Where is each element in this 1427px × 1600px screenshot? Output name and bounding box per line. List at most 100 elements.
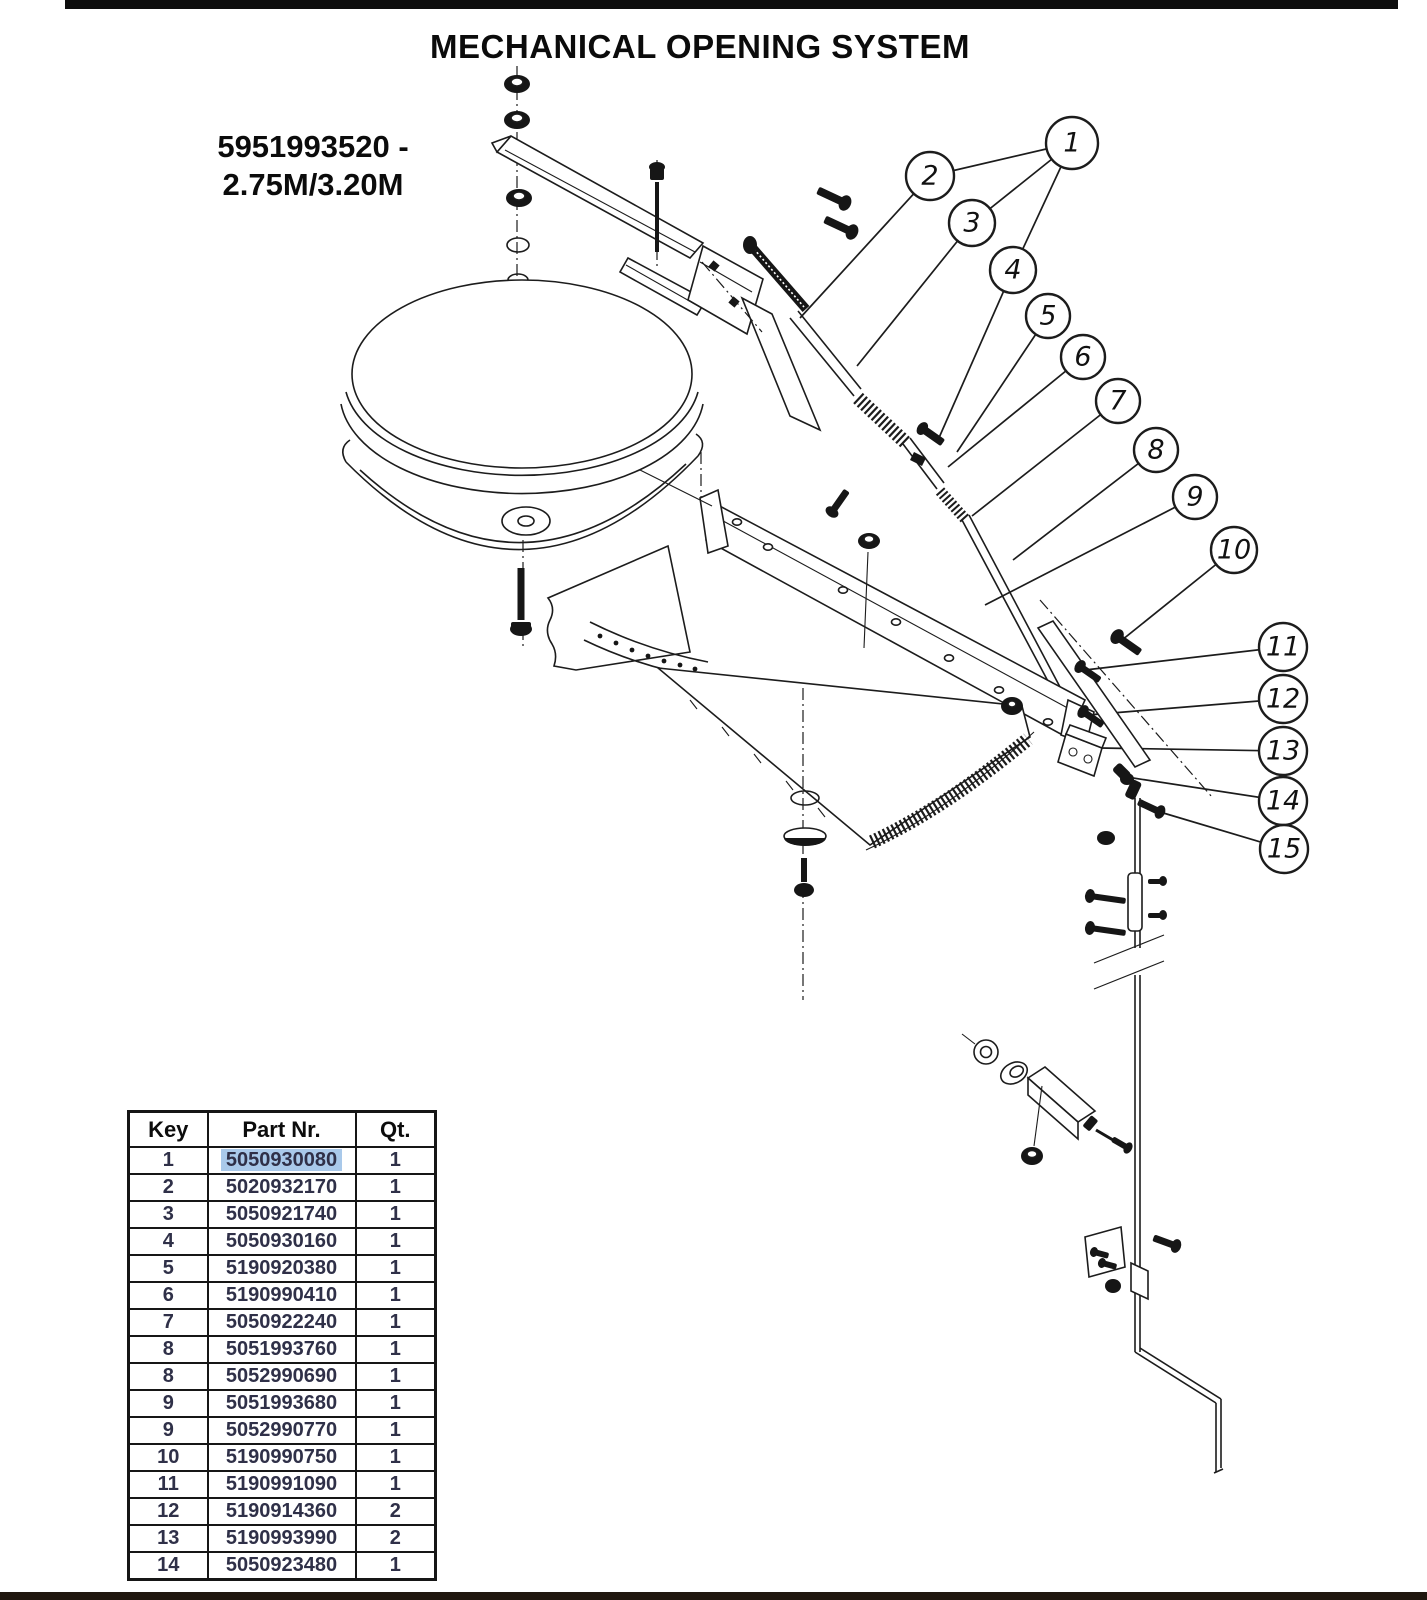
cell-key: 1 [127, 1146, 209, 1175]
hinge-nut [1097, 831, 1115, 845]
cell-part[interactable]: 5050923480 [206, 1551, 357, 1581]
cell-key: 11 [127, 1470, 209, 1499]
bottom-rule-bar [0, 1592, 1427, 1600]
cell-qty: 1 [354, 1551, 437, 1581]
knurled-sleeve-upper [853, 392, 911, 449]
svg-text:9: 9 [1186, 482, 1203, 513]
cell-qty: 1 [354, 1200, 437, 1229]
plate-washer [790, 790, 820, 806]
rod-sleeve [1127, 872, 1143, 932]
dome-top [351, 279, 693, 469]
cell-key: 5 [127, 1254, 209, 1283]
callout-6: 6 [1059, 333, 1107, 381]
dome-assembly [340, 279, 704, 648]
cell-qty: 1 [354, 1443, 437, 1472]
cell-part[interactable]: 5020932170 [206, 1173, 357, 1202]
cell-part[interactable]: 5190990410 [206, 1281, 357, 1310]
cell-key: 8 [127, 1362, 209, 1391]
table-row: 5 5190920380 1 [127, 1254, 437, 1283]
callout-1: 1 [1044, 115, 1100, 171]
page-title: MECHANICAL OPENING SYSTEM [430, 28, 970, 65]
model-number-label: 5951993520 - 2.75M/3.20M [168, 128, 458, 204]
bolt-key12 [1077, 705, 1104, 728]
header-part: Part Nr. [206, 1110, 357, 1148]
cell-part[interactable]: 5190991090 [206, 1470, 357, 1499]
cell-key: 4 [127, 1227, 209, 1256]
clamp-nut [1105, 1279, 1121, 1293]
cell-part[interactable]: 5050930080 [206, 1146, 357, 1175]
dome-bolt [510, 568, 532, 636]
universal-joint [1113, 763, 1142, 800]
cell-part[interactable]: 5050921740 [206, 1200, 357, 1229]
table-row: 9 5051993680 1 [127, 1389, 437, 1418]
cell-qty: 1 [354, 1281, 437, 1310]
knurled-sleeve-lower [935, 487, 971, 524]
cell-qty: 1 [354, 1470, 437, 1499]
plate-cup-washer [783, 827, 827, 846]
bar-bolt [825, 489, 849, 518]
svg-text:14: 14 [1266, 786, 1300, 817]
callout-13: 13 [1257, 725, 1309, 777]
cell-qty: 2 [354, 1524, 437, 1553]
clamp-bolt [1152, 1235, 1182, 1253]
table-row: 9 5052990770 1 [127, 1416, 437, 1445]
callout-14: 14 [1257, 775, 1309, 827]
cell-qty: 1 [354, 1335, 437, 1364]
cell-part[interactable]: 5052990690 [206, 1362, 357, 1391]
cell-qty: 1 [354, 1389, 437, 1418]
nut-second [504, 111, 530, 129]
cell-part[interactable]: 5190920380 [206, 1254, 357, 1283]
callout-11: 11 [1257, 621, 1309, 673]
model-number-line1: 5951993520 - [217, 129, 409, 164]
cell-part[interactable]: 5190914360 [206, 1497, 357, 1526]
svg-text:8: 8 [1147, 435, 1164, 466]
cell-part[interactable]: 5051993680 [206, 1389, 357, 1418]
callout-2: 2 [904, 150, 956, 202]
table-row: 10 5190990750 1 [127, 1443, 437, 1472]
nut-lower [506, 189, 532, 207]
perforated-strip-inner [589, 621, 709, 663]
cell-qty: 1 [354, 1227, 437, 1256]
cell-qty: 1 [354, 1254, 437, 1283]
callout-3: 3 [947, 198, 997, 248]
cell-key: 13 [127, 1524, 209, 1553]
cell-key: 7 [127, 1308, 209, 1337]
table-row: 7 5050922240 1 [127, 1308, 437, 1337]
rubber-flap [546, 544, 709, 679]
clamp-plate-assembly [1084, 1225, 1182, 1301]
header-key: Key [127, 1110, 209, 1148]
callout-12: 12 [1257, 673, 1309, 725]
table-row: 12 5190914360 2 [127, 1497, 437, 1526]
cell-key: 10 [127, 1443, 209, 1472]
svg-text:5: 5 [1039, 301, 1056, 332]
cell-key: 3 [127, 1200, 209, 1229]
cell-part[interactable]: 5052990770 [206, 1416, 357, 1445]
svg-text:15: 15 [1267, 834, 1301, 865]
cell-key: 12 [127, 1497, 209, 1526]
cell-qty: 1 [354, 1146, 437, 1175]
rod-bolt-long-2 [1084, 921, 1126, 936]
svg-text:13: 13 [1266, 736, 1300, 767]
guide-nut [1021, 1147, 1043, 1165]
cell-part[interactable]: 5050922240 [206, 1308, 357, 1337]
tilt-plate [1036, 619, 1152, 769]
support-plate [740, 296, 822, 432]
link-bolt [916, 422, 945, 446]
selected-part-number[interactable]: 5050930080 [220, 1149, 343, 1171]
cell-key: 2 [127, 1173, 209, 1202]
callout-7: 7 [1094, 377, 1142, 425]
table-row: 8 5051993760 1 [127, 1335, 437, 1364]
cell-part[interactable]: 5190990750 [206, 1443, 357, 1472]
guide-bracket-assembly [961, 1033, 1133, 1165]
link-clip [910, 452, 926, 466]
cell-qty: 1 [354, 1173, 437, 1202]
cell-part[interactable]: 5050930160 [206, 1227, 357, 1256]
bracket-bolt-2 [728, 296, 740, 308]
cell-part[interactable]: 5190993990 [206, 1524, 357, 1553]
cell-part[interactable]: 5051993760 [206, 1335, 357, 1364]
cell-key: 9 [127, 1416, 209, 1445]
bar-nut [858, 533, 880, 649]
cell-key: 8 [127, 1335, 209, 1364]
rod-bolt-small-2 [1148, 910, 1167, 920]
